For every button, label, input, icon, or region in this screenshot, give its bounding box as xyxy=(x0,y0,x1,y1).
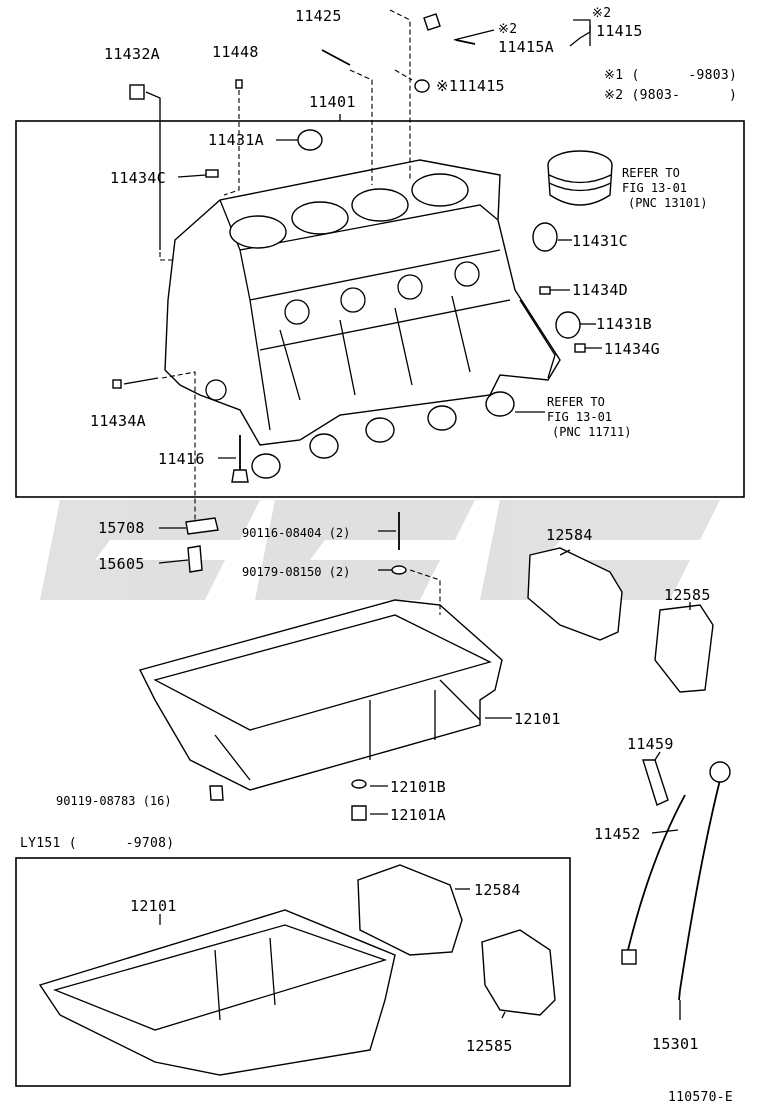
label-11415: 11415 xyxy=(596,22,643,40)
label-12101-lower: 12101 xyxy=(130,897,177,915)
label-12101b: 12101B xyxy=(390,778,446,796)
small-parts xyxy=(112,13,586,821)
label-11415a: 11415A xyxy=(498,38,554,56)
label-12584-upper: 12584 xyxy=(546,526,593,544)
label-12584-lower: 12584 xyxy=(474,881,521,899)
cylinder-block-frame xyxy=(15,120,745,498)
label-11432a: 11432A xyxy=(104,45,160,63)
note-mark-2-top: ※2 xyxy=(592,6,612,21)
note-mark-11415a: ※2 xyxy=(498,22,518,37)
refer-piston-line-2: FIG 13-01 xyxy=(622,181,688,195)
label-15605: 15605 xyxy=(98,555,145,573)
label-11401: 11401 xyxy=(309,93,356,111)
label-11459: 11459 xyxy=(627,735,674,753)
baffle-plates-lower xyxy=(357,864,556,1016)
label-12585-upper: 12585 xyxy=(664,586,711,604)
oil-pan-upper xyxy=(138,599,503,791)
main-bearings xyxy=(251,391,515,479)
label-11431a: 11431A xyxy=(208,131,264,149)
leader-lines xyxy=(123,9,691,1020)
lower-section-title: LY151 ( -9708) xyxy=(20,836,175,851)
piston xyxy=(547,150,613,206)
label-111415: ※111415 xyxy=(436,77,505,95)
label-11431c: 11431C xyxy=(572,232,628,250)
dipstick-assembly xyxy=(621,759,731,1001)
label-11434g: 11434G xyxy=(604,340,660,358)
label-11431b: 11431B xyxy=(596,315,652,333)
refer-crank-line-2: FIG 13-01 xyxy=(547,410,613,424)
label-15708: 15708 xyxy=(98,519,145,537)
label-11452: 11452 xyxy=(594,825,641,843)
label-11434d: 11434D xyxy=(572,281,628,299)
label-15301: 15301 xyxy=(652,1035,699,1053)
label-90116-08404: 90116-08404 (2) xyxy=(242,526,351,540)
figure-id: 110570-E xyxy=(668,1090,734,1105)
ly151-section-frame xyxy=(15,857,571,1087)
note-2: ※2 (9803- ) xyxy=(604,88,738,103)
label-90179-08150: 90179-08150 (2) xyxy=(242,565,351,579)
label-12585-lower: 12585 xyxy=(466,1037,513,1055)
label-12101a: 12101A xyxy=(390,806,446,824)
refer-piston-line-1: REFER TO xyxy=(622,166,680,180)
refer-crank-line-3: (PNC 11711) xyxy=(552,425,632,439)
label-11425: 11425 xyxy=(295,7,342,25)
note-1: ※1 ( -9803) xyxy=(604,68,738,83)
label-11434c: 11434C xyxy=(110,169,166,187)
refer-piston-line-3: (PNC 13101) xyxy=(628,196,708,210)
label-90119-08783: 90119-08783 (16) xyxy=(56,794,172,808)
label-11448: 11448 xyxy=(212,43,259,61)
label-11434a: 11434A xyxy=(90,412,146,430)
oil-pan-lower xyxy=(38,909,396,1076)
baffle-plates-upper xyxy=(527,547,714,693)
label-12101-upper: 12101 xyxy=(514,710,561,728)
label-11416: 11416 xyxy=(158,450,205,468)
cylinder-block xyxy=(164,159,561,446)
refer-crank-line-1: REFER TO xyxy=(547,395,605,409)
